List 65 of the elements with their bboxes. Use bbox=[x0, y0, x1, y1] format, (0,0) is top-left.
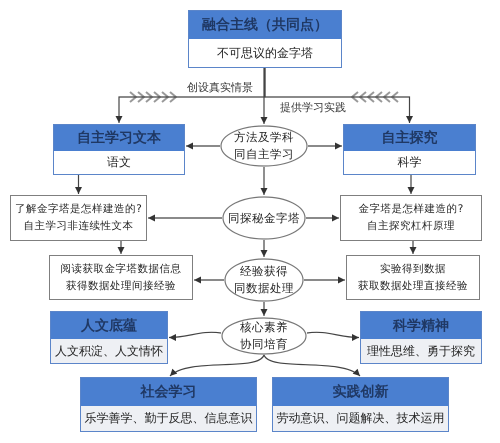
arrow bbox=[304, 276, 345, 284]
ellipse-text: 同探秘金字塔 bbox=[228, 210, 300, 226]
arrow bbox=[260, 302, 268, 316]
arrow bbox=[264, 354, 360, 376]
box-text: 实验得到数据 bbox=[380, 262, 446, 276]
text-box bbox=[340, 195, 482, 241]
ellipse-node bbox=[221, 317, 307, 355]
box-header: 科学精神 bbox=[361, 312, 481, 339]
arrow bbox=[194, 276, 224, 284]
box-text: 获得数据处理间接经验 bbox=[66, 278, 176, 294]
ellipse-text: 协同培育 bbox=[240, 336, 288, 353]
arrow bbox=[408, 175, 414, 194]
text-box bbox=[346, 255, 480, 300]
process-box bbox=[50, 311, 168, 364]
process-box bbox=[80, 377, 257, 432]
ellipse-node bbox=[222, 196, 306, 240]
box-text: 获取数据处理直接经验 bbox=[358, 278, 468, 294]
box-header: 自主探究 bbox=[344, 125, 475, 151]
box-text: 不可思议的金字塔 bbox=[216, 44, 314, 62]
box-text: 阅读获取金字塔数据信息 bbox=[60, 262, 182, 276]
process-box bbox=[53, 124, 185, 175]
arrow bbox=[410, 241, 416, 254]
ellipse-node bbox=[224, 258, 304, 302]
box-text: 金字塔是怎样建造的? bbox=[358, 202, 464, 217]
arrow bbox=[186, 142, 220, 150]
ellipse-text: 方法及学科 bbox=[234, 129, 294, 146]
box-text: 劳动意识、问题解决、技术运用 bbox=[276, 410, 446, 427]
edge-label: 提供学习实践 bbox=[278, 100, 348, 115]
box-header: 融合主线（共同点） bbox=[189, 11, 341, 39]
box-text: 科学 bbox=[396, 154, 422, 171]
box-header: 实践创新 bbox=[273, 378, 448, 406]
box-header: 社会学习 bbox=[81, 378, 256, 406]
arrow bbox=[308, 142, 342, 150]
box-header: 自主学习文本 bbox=[54, 125, 184, 151]
text-box bbox=[10, 195, 147, 241]
arrow bbox=[118, 241, 124, 254]
box-text: 自主探究杠杆原理 bbox=[367, 219, 455, 234]
arrow bbox=[260, 167, 268, 195]
arrow bbox=[168, 332, 222, 341]
edge-label: 创设真实情景 bbox=[185, 80, 255, 95]
arrow bbox=[306, 332, 360, 341]
ellipse-text: 经验获得 bbox=[240, 263, 288, 280]
arrow bbox=[260, 68, 268, 124]
box-text: 自主学习非连续性文本 bbox=[24, 219, 134, 234]
process-box bbox=[188, 10, 342, 68]
box-text: 乐学善学、勤于反思、信息意识 bbox=[84, 410, 254, 427]
box-header: 人文底蕴 bbox=[51, 312, 167, 339]
process-box bbox=[343, 124, 476, 175]
arrow bbox=[264, 68, 413, 123]
arrow bbox=[260, 240, 268, 257]
ellipse-text: 核心素养 bbox=[240, 319, 288, 336]
arrow bbox=[306, 214, 339, 222]
ellipse-text: 同数据处理 bbox=[234, 280, 294, 297]
arrow bbox=[75, 175, 82, 194]
arrow bbox=[170, 354, 264, 376]
ellipse-text: 同自主学习 bbox=[234, 146, 294, 163]
arrow bbox=[148, 214, 222, 222]
box-text: 人文积淀、人文情怀 bbox=[54, 342, 164, 360]
process-box bbox=[360, 311, 482, 364]
process-box bbox=[272, 377, 449, 432]
box-text: 了解金字塔是怎样建造的? bbox=[15, 202, 142, 217]
ellipse-node bbox=[220, 125, 308, 167]
text-box bbox=[49, 255, 193, 300]
box-text: 理性思维、勇于探究 bbox=[366, 342, 476, 360]
box-text: 语文 bbox=[106, 154, 132, 171]
